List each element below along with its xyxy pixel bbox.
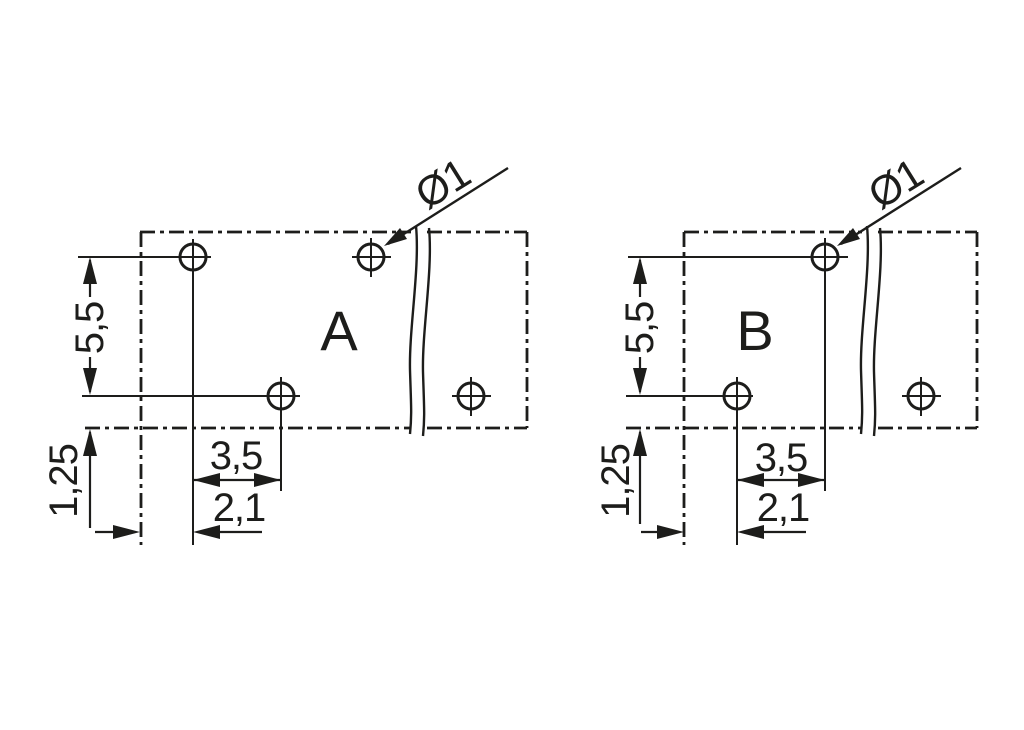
dimension-edge-to-hole-a: 2,1 xyxy=(95,486,266,539)
dim-label-column-spacing: 3,5 xyxy=(210,434,263,478)
arrow-right-icon xyxy=(657,525,684,539)
arrow-down-icon xyxy=(633,368,647,395)
arrow-up-icon xyxy=(83,257,97,284)
break-line xyxy=(421,227,432,437)
hole-marker xyxy=(356,242,386,272)
hole-marker xyxy=(456,381,486,411)
dim-label-edge-offset: 1,25 xyxy=(42,444,86,518)
break-line xyxy=(859,225,870,435)
dimension-column-spacing-a: 3,5 xyxy=(193,434,281,487)
arrow-up-icon xyxy=(83,429,97,456)
dimension-edge-offset-b: 1,25 xyxy=(594,429,647,524)
hole-marker xyxy=(266,381,296,411)
leader-arrow-icon xyxy=(384,228,407,246)
dim-label-row-spacing: 5,5 xyxy=(618,302,662,355)
holes-b xyxy=(722,242,936,411)
arrow-right-icon xyxy=(798,473,825,487)
hole-marker xyxy=(722,381,752,411)
break-lines-b xyxy=(859,225,883,437)
hole-marker xyxy=(810,242,840,272)
dimension-column-spacing-b: 3,5 xyxy=(737,436,825,487)
dim-label-row-spacing: 5,5 xyxy=(68,302,112,355)
plate-outline-a xyxy=(85,230,529,545)
arrow-up-icon xyxy=(633,257,647,284)
hole-marker xyxy=(906,381,936,411)
leader-line xyxy=(387,166,509,246)
hole-marker xyxy=(178,242,208,272)
arrow-left-icon xyxy=(737,473,764,487)
variant-label-a: A xyxy=(320,299,358,362)
variant-label-b: B xyxy=(736,299,773,362)
dimension-row-spacing-a: 5,5 xyxy=(68,257,112,395)
arrow-down-icon xyxy=(83,368,97,395)
holes-a xyxy=(178,242,486,411)
arrow-right-icon xyxy=(113,525,140,539)
arrow-right-icon xyxy=(254,473,281,487)
drawing-a: 5,5 1,25 3,5 2,1 Ø1 xyxy=(42,149,529,545)
dim-label-column-spacing: 3,5 xyxy=(755,436,808,480)
plate-outline-b xyxy=(626,230,979,545)
arrow-up-icon xyxy=(633,429,647,456)
dimension-edge-to-hole-b: 2,1 xyxy=(641,486,810,539)
arrow-left-icon xyxy=(193,473,220,487)
break-line xyxy=(408,225,419,435)
leader-line xyxy=(840,166,962,246)
arrow-left-icon xyxy=(737,525,764,539)
break-line xyxy=(872,227,883,437)
dim-label-edge-offset: 1,25 xyxy=(594,444,638,518)
dim-label-edge-to-hole: 2,1 xyxy=(757,486,810,530)
dimension-row-spacing-b: 5,5 xyxy=(618,257,662,395)
leader-arrow-icon xyxy=(837,228,860,246)
break-lines-a xyxy=(408,225,432,437)
arrow-left-icon xyxy=(193,525,220,539)
dimension-edge-offset-a: 1,25 xyxy=(42,429,97,528)
dim-label-edge-to-hole: 2,1 xyxy=(213,486,266,530)
